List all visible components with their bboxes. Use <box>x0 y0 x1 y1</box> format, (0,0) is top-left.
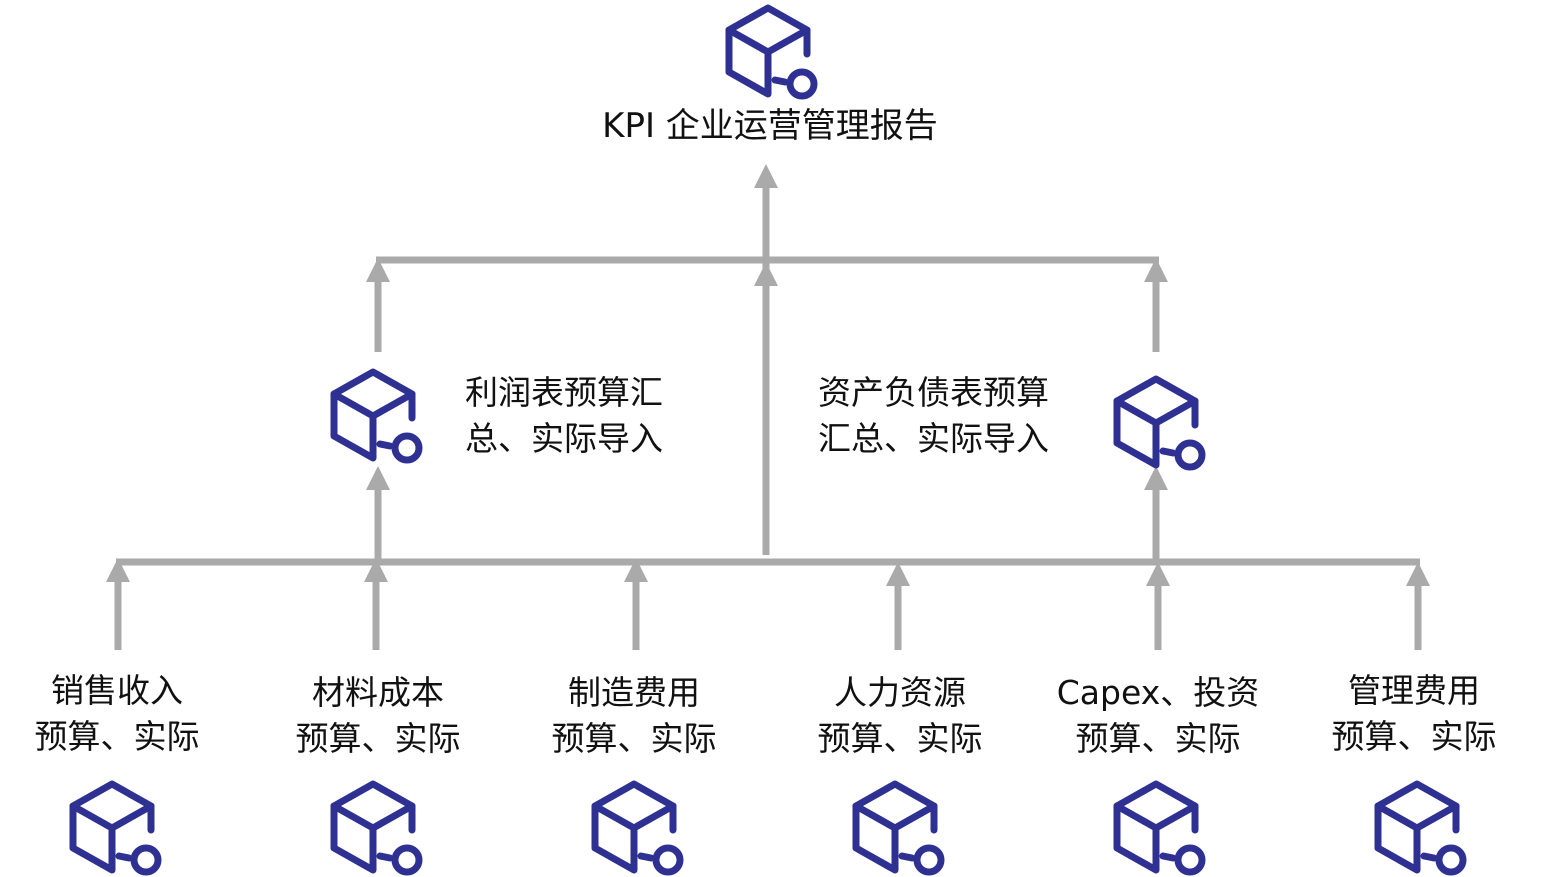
middle-income-line1: 利润表预算汇 <box>465 373 663 412</box>
leaf-icon-material <box>328 778 428 877</box>
arrowhead-middle-trunk <box>754 262 778 286</box>
leaf-capex-line2: 预算、实际 <box>1075 719 1241 758</box>
arrowhead-upper-bus-right <box>1144 258 1168 282</box>
arrowhead-lower-admin <box>1406 562 1430 586</box>
leaf-capex-line1: Capex、投资 <box>1056 673 1260 712</box>
leaf-label-manufacturing: 制造费用 预算、实际 <box>534 670 734 762</box>
leaf-label-hr: 人力资源 预算、实际 <box>800 670 1000 762</box>
leaf-admin-line1: 管理费用 <box>1348 671 1480 710</box>
leaf-icon-capex <box>1111 778 1211 877</box>
leaf-icon-sales <box>67 778 167 877</box>
middle-balance-line1: 资产负债表预算 <box>818 373 1049 412</box>
leaf-manufacturing-line2: 预算、实际 <box>551 719 717 758</box>
arrowhead-lower-manufacturing <box>624 558 648 582</box>
leaf-label-admin: 管理费用 预算、实际 <box>1314 668 1514 760</box>
leaf-icon-hr <box>850 778 950 877</box>
leaf-manufacturing-line1: 制造费用 <box>568 673 700 712</box>
leaf-label-sales: 销售收入 预算、实际 <box>17 668 217 760</box>
middle-node-label-income: 利润表预算汇 总、实际导入 <box>465 370 663 462</box>
leaf-icon-admin <box>1372 778 1472 877</box>
arrowhead-lower-capex <box>1146 562 1170 586</box>
leaf-label-material: 材料成本 预算、实际 <box>278 670 478 762</box>
arrowhead-left-middle <box>366 466 390 490</box>
middle-balance-line2: 汇总、实际导入 <box>818 419 1049 458</box>
leaf-admin-line2: 预算、实际 <box>1331 717 1497 756</box>
middle-node-icon-balance <box>1111 373 1211 473</box>
leaf-material-line1: 材料成本 <box>312 673 444 712</box>
leaf-hr-line1: 人力资源 <box>834 673 966 712</box>
arrowhead-lower-hr <box>886 562 910 586</box>
leaf-hr-line2: 预算、实际 <box>817 719 983 758</box>
middle-node-icon-income <box>328 366 428 466</box>
top-node-box-icon <box>723 2 823 102</box>
top-node-label: KPI 企业运营管理报告 <box>470 106 1070 146</box>
arrowhead-lower-sales <box>364 558 388 582</box>
leaf-sales-line1: 销售收入 <box>51 671 183 710</box>
leaf-sales-line2: 预算、实际 <box>34 717 200 756</box>
arrowhead-top-trunk <box>754 164 778 188</box>
top-node-title: KPI 企业运营管理报告 <box>602 106 938 146</box>
arrowhead-lower-bus-left <box>106 558 130 582</box>
middle-income-line2: 总、实际导入 <box>465 419 663 458</box>
arrowhead-right-middle <box>1144 466 1168 490</box>
leaf-icon-manufacturing <box>589 778 689 877</box>
middle-node-label-balance: 资产负债表预算 汇总、实际导入 <box>818 370 1049 462</box>
arrowhead-upper-bus-left <box>366 258 390 282</box>
leaf-material-line2: 预算、实际 <box>295 719 461 758</box>
leaf-label-capex: Capex、投资 预算、实际 <box>1038 670 1278 762</box>
